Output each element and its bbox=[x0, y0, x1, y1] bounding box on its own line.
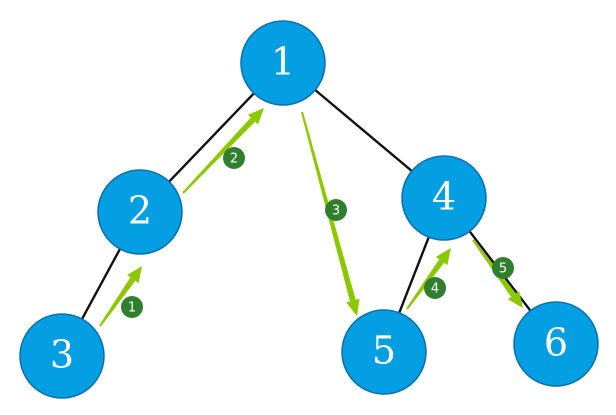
node-label: 6 bbox=[544, 321, 568, 365]
node-circle bbox=[240, 20, 326, 106]
node-label: 4 bbox=[432, 175, 456, 219]
node-circle bbox=[513, 301, 599, 387]
step-badge-3: 3 bbox=[325, 199, 347, 221]
traversal-arrow-2 bbox=[182, 108, 264, 194]
tree-node-3: 3 bbox=[19, 313, 105, 399]
edge-4-5 bbox=[398, 236, 430, 314]
tree-node-5: 5 bbox=[341, 309, 427, 395]
node-label: 1 bbox=[271, 40, 295, 84]
step-badge-label: 3 bbox=[332, 204, 340, 219]
step-badge-circle bbox=[325, 199, 347, 221]
step-badge-label: 4 bbox=[431, 282, 439, 297]
step-badges: 1 2 3 4 5 bbox=[121, 147, 514, 318]
step-badge-4: 4 bbox=[424, 277, 446, 299]
node-label: 3 bbox=[50, 333, 74, 377]
step-badge-circle bbox=[492, 257, 514, 279]
node-circle bbox=[341, 309, 427, 395]
node-circle bbox=[97, 169, 183, 255]
edge-2-3 bbox=[80, 248, 122, 320]
traversal-arrow-1 bbox=[99, 266, 142, 327]
step-badge-label: 2 bbox=[230, 152, 238, 167]
edge-1-4 bbox=[314, 89, 413, 172]
node-circle bbox=[19, 313, 105, 399]
node-label: 2 bbox=[128, 189, 152, 233]
node-circle bbox=[401, 155, 487, 241]
step-badge-5: 5 bbox=[492, 257, 514, 279]
step-badge-1: 1 bbox=[121, 296, 143, 318]
edge-1-2 bbox=[168, 92, 255, 183]
tree-node-2: 2 bbox=[97, 169, 183, 255]
tree-node-6: 6 bbox=[513, 301, 599, 387]
tree-node-4: 4 bbox=[401, 155, 487, 241]
step-badge-circle bbox=[223, 147, 245, 169]
step-badge-circle bbox=[121, 296, 143, 318]
step-badge-label: 5 bbox=[499, 262, 507, 277]
step-badge-2: 2 bbox=[223, 147, 245, 169]
tree-nodes: 1 2 3 4 5 6 bbox=[19, 20, 599, 399]
step-badge-circle bbox=[424, 277, 446, 299]
step-badge-label: 1 bbox=[128, 301, 136, 316]
node-label: 5 bbox=[372, 329, 396, 373]
tree-node-1: 1 bbox=[240, 20, 326, 106]
